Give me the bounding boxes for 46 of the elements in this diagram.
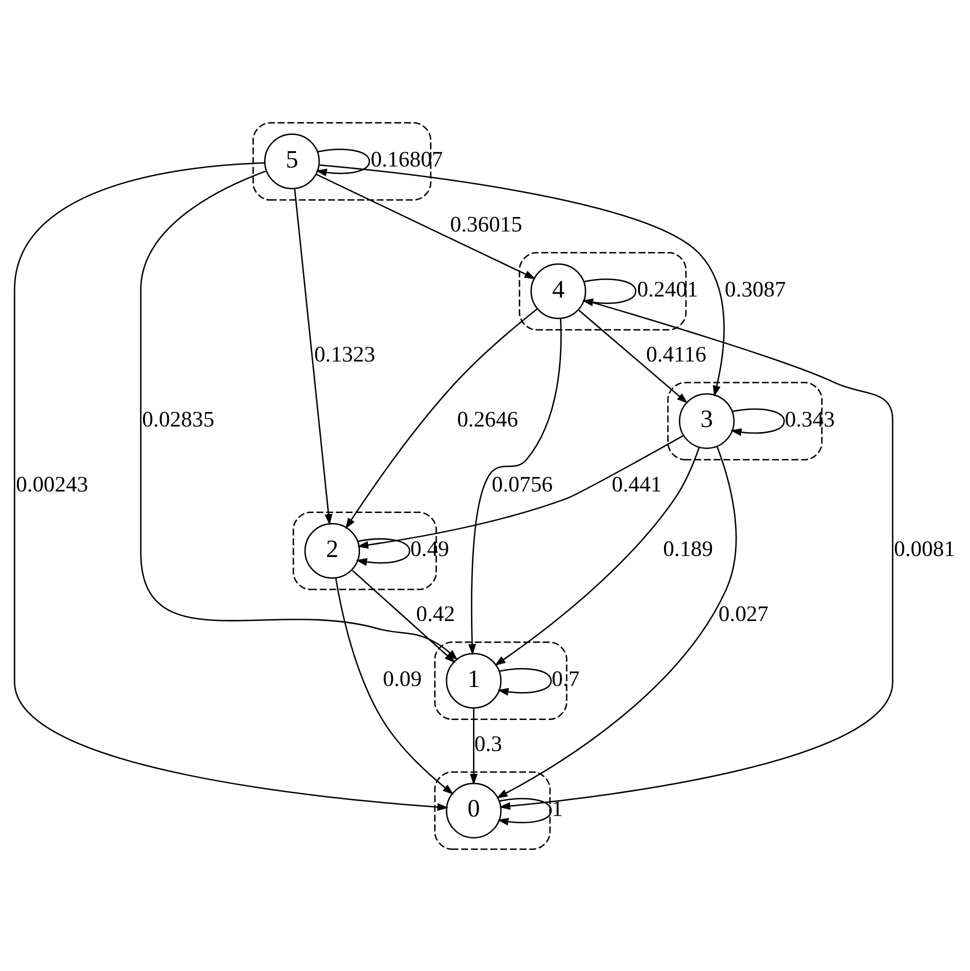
edge-label: 0.49 bbox=[410, 536, 449, 561]
edge-label: 0.09 bbox=[382, 666, 422, 691]
edge-label: 0.3 bbox=[474, 730, 502, 756]
edge-label: 0.00243 bbox=[15, 470, 88, 496]
arrow bbox=[13, 162, 448, 810]
edge-label: 0.16807 bbox=[370, 146, 442, 172]
edge-label: 0.1323 bbox=[314, 340, 375, 366]
edge-label: 0.189 bbox=[662, 536, 712, 561]
arrow bbox=[344, 308, 537, 529]
arrow bbox=[494, 446, 700, 666]
edge-label: 0.36015 bbox=[450, 211, 522, 236]
arrow bbox=[334, 578, 454, 794]
arrow bbox=[316, 173, 536, 279]
arrow bbox=[294, 188, 332, 525]
arrow bbox=[582, 278, 636, 306]
arrow bbox=[468, 318, 562, 655]
arrow bbox=[496, 668, 552, 696]
arrow bbox=[496, 446, 736, 798]
node-circle: 2 bbox=[304, 522, 360, 578]
arrow bbox=[355, 538, 410, 566]
edge-label: 0.3087 bbox=[724, 276, 786, 302]
node-circle: 0 bbox=[445, 782, 502, 838]
edge-label: 0.441 bbox=[611, 470, 662, 496]
edge-label: 0.4116 bbox=[646, 340, 706, 366]
edge-label: 0.027 bbox=[718, 600, 768, 626]
arrow bbox=[496, 797, 552, 826]
edge-label: 0.343 bbox=[784, 406, 834, 431]
arrow bbox=[315, 148, 370, 176]
edge-label: 1 bbox=[551, 795, 562, 820]
edge-label: 0.2401 bbox=[636, 276, 698, 302]
arrow bbox=[319, 164, 724, 396]
arrow bbox=[356, 434, 684, 548]
node-circle: 3 bbox=[678, 392, 734, 448]
edge-label: 0.2646 bbox=[456, 406, 518, 431]
node-circle: 4 bbox=[530, 262, 586, 319]
arrow bbox=[498, 299, 893, 810]
arrow bbox=[140, 170, 458, 660]
arrow bbox=[730, 408, 784, 436]
edge-label: 0.7 bbox=[551, 666, 580, 691]
edge-label: 0.0756 bbox=[491, 470, 552, 496]
edge-label: 0.02835 bbox=[142, 406, 214, 431]
arrow bbox=[469, 708, 478, 785]
edge-label: 0.0081 bbox=[894, 536, 955, 561]
arrow bbox=[578, 309, 688, 404]
node-circle: 5 bbox=[264, 133, 320, 189]
edge-label: 0.42 bbox=[416, 600, 454, 626]
